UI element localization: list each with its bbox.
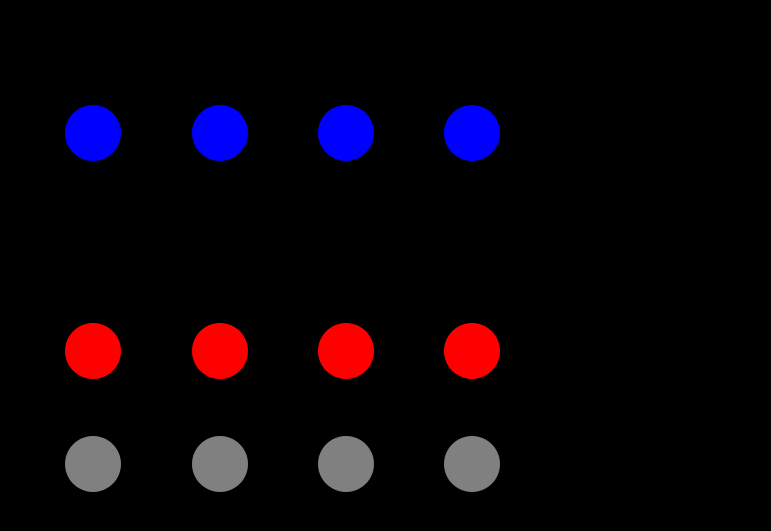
dot-blue-2: [192, 105, 248, 161]
dot-gray-4: [444, 436, 500, 492]
dot-blue-1: [65, 105, 121, 161]
dot-gray-1: [65, 436, 121, 492]
dot-gray-3: [318, 436, 374, 492]
dot-gray-2: [192, 436, 248, 492]
dot-blue-4: [444, 105, 500, 161]
dot-red-4: [444, 323, 500, 379]
dot-blue-3: [318, 105, 374, 161]
dot-red-3: [318, 323, 374, 379]
dot-red-1: [65, 323, 121, 379]
dot-red-2: [192, 323, 248, 379]
